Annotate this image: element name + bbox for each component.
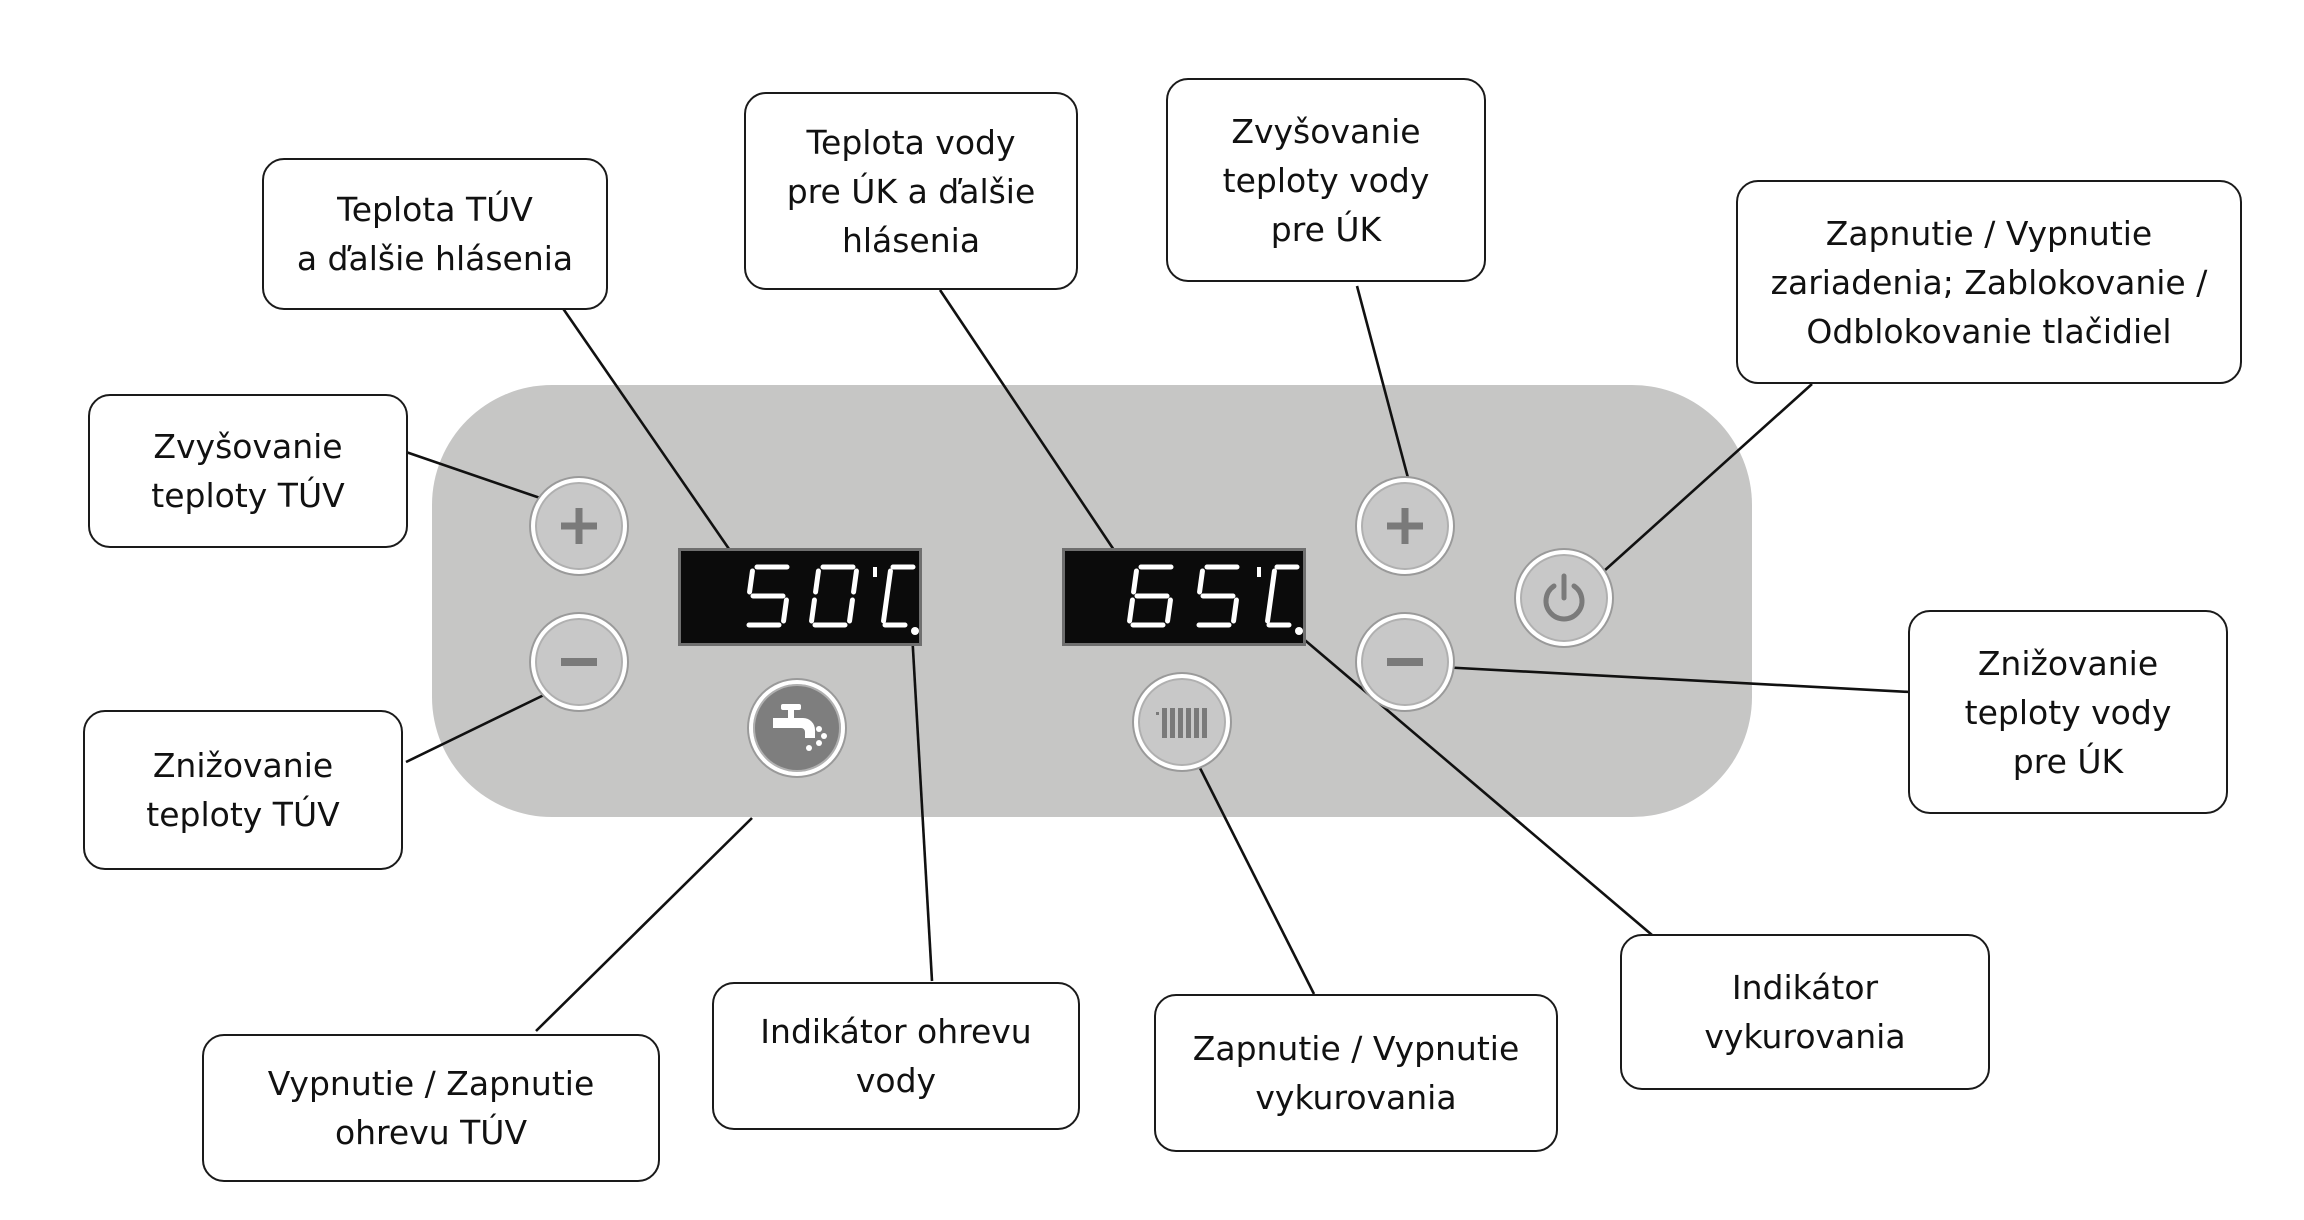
unit-celsius: °C <box>1257 564 1303 635</box>
segment-f <box>747 568 755 595</box>
segment-e <box>1127 597 1135 624</box>
radiator-icon <box>1156 708 1207 738</box>
minus-icon <box>561 658 597 666</box>
segment-e <box>809 597 817 624</box>
dhw-decrease-button[interactable] <box>531 614 627 710</box>
segment-f <box>813 568 821 595</box>
unit-celsius: °C <box>873 564 919 635</box>
callout-dhw-decrease: Znižovanie teploty TÚV <box>83 710 403 870</box>
segment-f <box>1197 568 1205 595</box>
ch-increase-button[interactable] <box>1357 478 1453 574</box>
callout-ch-indicator: Indikátor vykurovania <box>1620 934 1990 1090</box>
display-digit: 5 <box>746 564 790 628</box>
leader-ch-decrease <box>1439 665 1911 694</box>
display-digit: 0 <box>809 564 859 628</box>
leader-ch-temp <box>938 289 1124 563</box>
display-digit: 5 <box>1196 564 1240 628</box>
minus-icon <box>1387 658 1423 666</box>
dhw-increase-button[interactable] <box>531 478 627 574</box>
callout-ch-temperature: Teplota vody pre ÚK a ďalšie hlásenia <box>744 92 1078 290</box>
leader-ch-indicator <box>1299 635 1653 936</box>
segment-c <box>1165 597 1173 624</box>
callout-ch-decrease: Znižovanie teploty vody pre ÚK <box>1908 610 2228 814</box>
leader-dhw-decrease <box>405 692 547 764</box>
leader-dhw-indicator <box>910 631 934 982</box>
callout-ch-toggle: Zapnutie / Vypnutie vykurovania <box>1154 994 1558 1152</box>
segment-c <box>847 597 855 624</box>
leader-dhw-increase <box>405 450 547 502</box>
segment-b <box>851 568 859 595</box>
seven-segment-readout: 50°C <box>746 564 919 635</box>
display-digit: 6 <box>1127 564 1174 628</box>
dhw-temperature-display: 50°C <box>678 548 922 646</box>
leader-ch-increase <box>1355 285 1418 509</box>
callout-dhw-temperature: Teplota TÚV a ďalšie hlásenia <box>262 158 608 310</box>
leader-power <box>1593 383 1813 581</box>
ch-temperature-display: 65 °C <box>1062 548 1306 646</box>
plus-icon <box>1387 508 1423 544</box>
callout-dhw-indicator: Indikátor ohrevu vody <box>712 982 1080 1130</box>
callout-ch-increase: Zvyšovanie teploty vody pre ÚK <box>1166 78 1486 282</box>
ch-decrease-button[interactable] <box>1357 614 1453 710</box>
callout-dhw-toggle: Vypnutie / Zapnutie ohrevu TÚV <box>202 1034 660 1182</box>
dhw-heating-toggle-button[interactable] <box>749 680 845 776</box>
callout-power: Zapnutie / Vypnutie zariadenia; Zablokov… <box>1736 180 2242 384</box>
ch-heating-toggle-button[interactable] <box>1134 674 1230 770</box>
leader-dhw-toggle <box>535 817 753 1032</box>
power-button[interactable] <box>1516 550 1612 646</box>
power-icon <box>1543 573 1585 622</box>
segment-c <box>1231 597 1239 624</box>
segment-c <box>781 597 789 624</box>
segment-f <box>1131 568 1139 595</box>
callout-dhw-increase: Zvyšovanie teploty TÚV <box>88 394 408 548</box>
plus-icon <box>561 508 597 544</box>
leader-dhw-temp <box>560 306 740 563</box>
seven-segment-readout: 65 °C <box>1127 564 1303 635</box>
water-tap-icon <box>773 704 827 751</box>
leader-ch-toggle <box>1198 767 1316 995</box>
